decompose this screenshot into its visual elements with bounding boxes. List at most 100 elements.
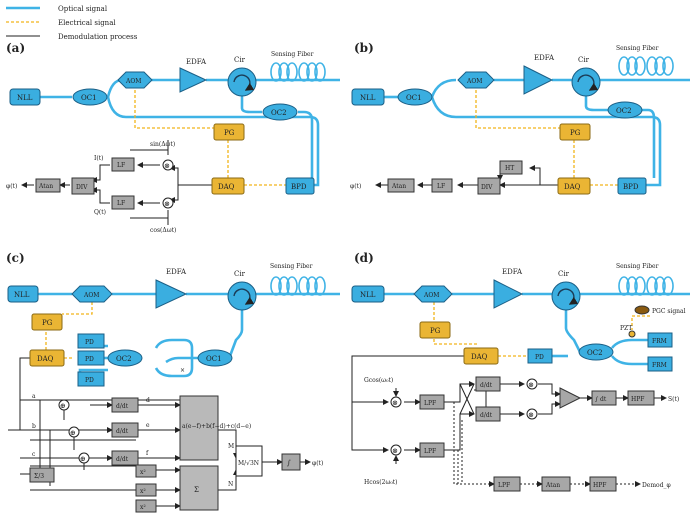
panel-b-edfa — [523, 65, 554, 95]
panel-a-lf2-label: LF — [117, 200, 125, 207]
panel-a-label: (a) — [6, 41, 25, 55]
panel-c-pd1-label: PD — [85, 339, 94, 346]
panel-d-frm-2 — [647, 356, 673, 372]
panel-d-lpf-3 — [493, 476, 521, 492]
panel-d-aom-label: AOM — [423, 292, 439, 299]
panel-d-mixer-1 — [390, 396, 402, 408]
panel-d-oc2 — [578, 343, 614, 361]
panel-d-out2-label: Demod_φ — [642, 482, 671, 489]
panel-b-pg — [559, 123, 591, 141]
panel-d-edfa-label: EDFA — [502, 268, 523, 276]
panel-d-aom — [413, 285, 453, 303]
legend-demod-label: Demodulation process — [58, 33, 138, 41]
panel-a-div-label: DIV — [76, 184, 88, 191]
panel-d-hpf-1 — [627, 390, 655, 406]
panel-b-fiber-coil — [618, 56, 674, 76]
panel-c-sum3-box — [29, 467, 55, 483]
panel-d-lpf1-label: LPF — [424, 400, 436, 407]
panel-b-aom-label: AOM — [466, 78, 482, 85]
panel-b-oc2 — [607, 101, 643, 119]
panel-d-pzt — [628, 330, 636, 338]
panel-a-atan-label: Atan — [38, 183, 53, 190]
panel-a-atan — [35, 178, 61, 193]
panel-c: (c) Sensing Fiber × — [6, 251, 340, 513]
panel-b-ht — [499, 160, 523, 175]
panel-c-big-expr: a(e−f)+b(f−d)+c(d−e) — [182, 423, 251, 430]
panel-d-hpf-2 — [589, 476, 617, 492]
panel-c-sig-a: a — [32, 393, 36, 400]
panel-b-label: (b) — [354, 41, 374, 55]
panel-c-integ-label: ∫ — [287, 459, 291, 467]
panel-c-fiber-label: Sensing Fiber — [270, 263, 313, 270]
panel-c-phi-label: φ(t) — [312, 460, 323, 467]
panel-c-sq-3 — [135, 499, 157, 513]
panel-b-edfa-label: EDFA — [534, 54, 555, 62]
panel-c-sig-m: M — [228, 443, 234, 450]
panel-d-daq — [463, 347, 499, 365]
panel-c-sig-e: e — [146, 422, 150, 429]
panel-c-label: (c) — [6, 251, 25, 265]
panel-a-qt-label: Q(t) — [94, 209, 106, 216]
panel-b-ht-label: HT — [505, 165, 514, 172]
panel-d-hpf2-label: HPF — [593, 482, 606, 489]
svg-text:⊗: ⊗ — [392, 399, 398, 407]
panel-b-circulator — [571, 67, 601, 97]
panel-d: (d) Sensing Fiber — [351, 251, 690, 492]
panel-b-div — [477, 177, 501, 195]
panel-d-subtractor — [559, 387, 582, 409]
panel-d-gcos-label: Gcos(ω₀t) — [364, 377, 393, 384]
panel-c-sq3-label: x² — [140, 504, 146, 511]
panel-c-adder-2 — [68, 426, 80, 438]
panel-d-nll — [351, 285, 385, 303]
panel-d-pd-label: PD — [535, 354, 544, 361]
panel-a-pg-label: PG — [224, 129, 235, 137]
panel-d-pd — [527, 348, 553, 364]
panel-d-mixer-4 — [526, 408, 538, 420]
svg-text:⊕: ⊕ — [80, 455, 86, 463]
svg-text:⊕: ⊕ — [70, 429, 76, 437]
panel-c-sig-n: N — [228, 481, 233, 488]
panel-a-it-label: I(t) — [94, 155, 103, 162]
panel-d-atan — [541, 476, 571, 492]
panel-a-oc1 — [72, 88, 108, 106]
panel-b-bpd — [617, 177, 647, 195]
panel-a-bpd-label: BPD — [291, 183, 307, 191]
panel-b-atan — [387, 178, 415, 193]
panel-c-pg-label: PG — [42, 319, 53, 327]
panel-d-nll-label: NLL — [360, 291, 376, 299]
panel-b-oc2-label: OC2 — [616, 107, 632, 115]
panel-d-lpf-1 — [419, 394, 445, 410]
panel-b-aom — [457, 71, 495, 89]
panel-c-ratio-label: M/√3N — [238, 460, 259, 467]
panel-b-nll — [351, 88, 385, 106]
panel-a-daq — [211, 177, 245, 195]
panel-d-mixer-3 — [526, 378, 538, 390]
panel-d-lf-label: ∫ dt — [595, 396, 607, 403]
panel-c-edfa-label: EDFA — [166, 268, 187, 276]
panel-d-label: (d) — [354, 251, 374, 265]
panel-b-atan-label: Atan — [391, 183, 406, 190]
panel-c-pd2-label: PD — [85, 356, 94, 363]
panel-a-oc2-label: OC2 — [271, 109, 287, 117]
legend: Optical signal Electrical signal Demodul… — [6, 5, 138, 41]
panel-d-hcos-label: Hcos(2ω₀t) — [364, 479, 398, 486]
panel-d-lpf-2 — [419, 442, 445, 458]
panel-d-pgc-label: PGC signal — [652, 308, 686, 315]
panel-a-pg — [213, 123, 245, 141]
panel-a-div — [71, 177, 95, 195]
panel-d-dt1-label: d/dt — [480, 382, 493, 389]
panel-c-sig-d: d — [146, 397, 150, 404]
panel-c-dt1-label: d/dt — [116, 403, 129, 410]
panel-c-dt2-label: d/dt — [116, 428, 129, 435]
panel-c-pd-3 — [77, 371, 105, 387]
panel-b-fiber-label: Sensing Fiber — [616, 45, 659, 52]
panel-a-edfa — [179, 67, 208, 93]
panel-a-mixer-1 — [162, 159, 174, 171]
panel-c-nll-label: NLL — [14, 291, 30, 299]
panel-c-pd-1 — [77, 333, 105, 349]
panel-c-oc1-label: OC1 — [206, 355, 222, 363]
panel-c-aom-label: AOM — [83, 292, 99, 299]
panel-d-dt-1 — [475, 376, 501, 392]
panel-d-dt2-label: d/dt — [480, 412, 493, 419]
svg-text:⊕: ⊕ — [60, 402, 66, 410]
